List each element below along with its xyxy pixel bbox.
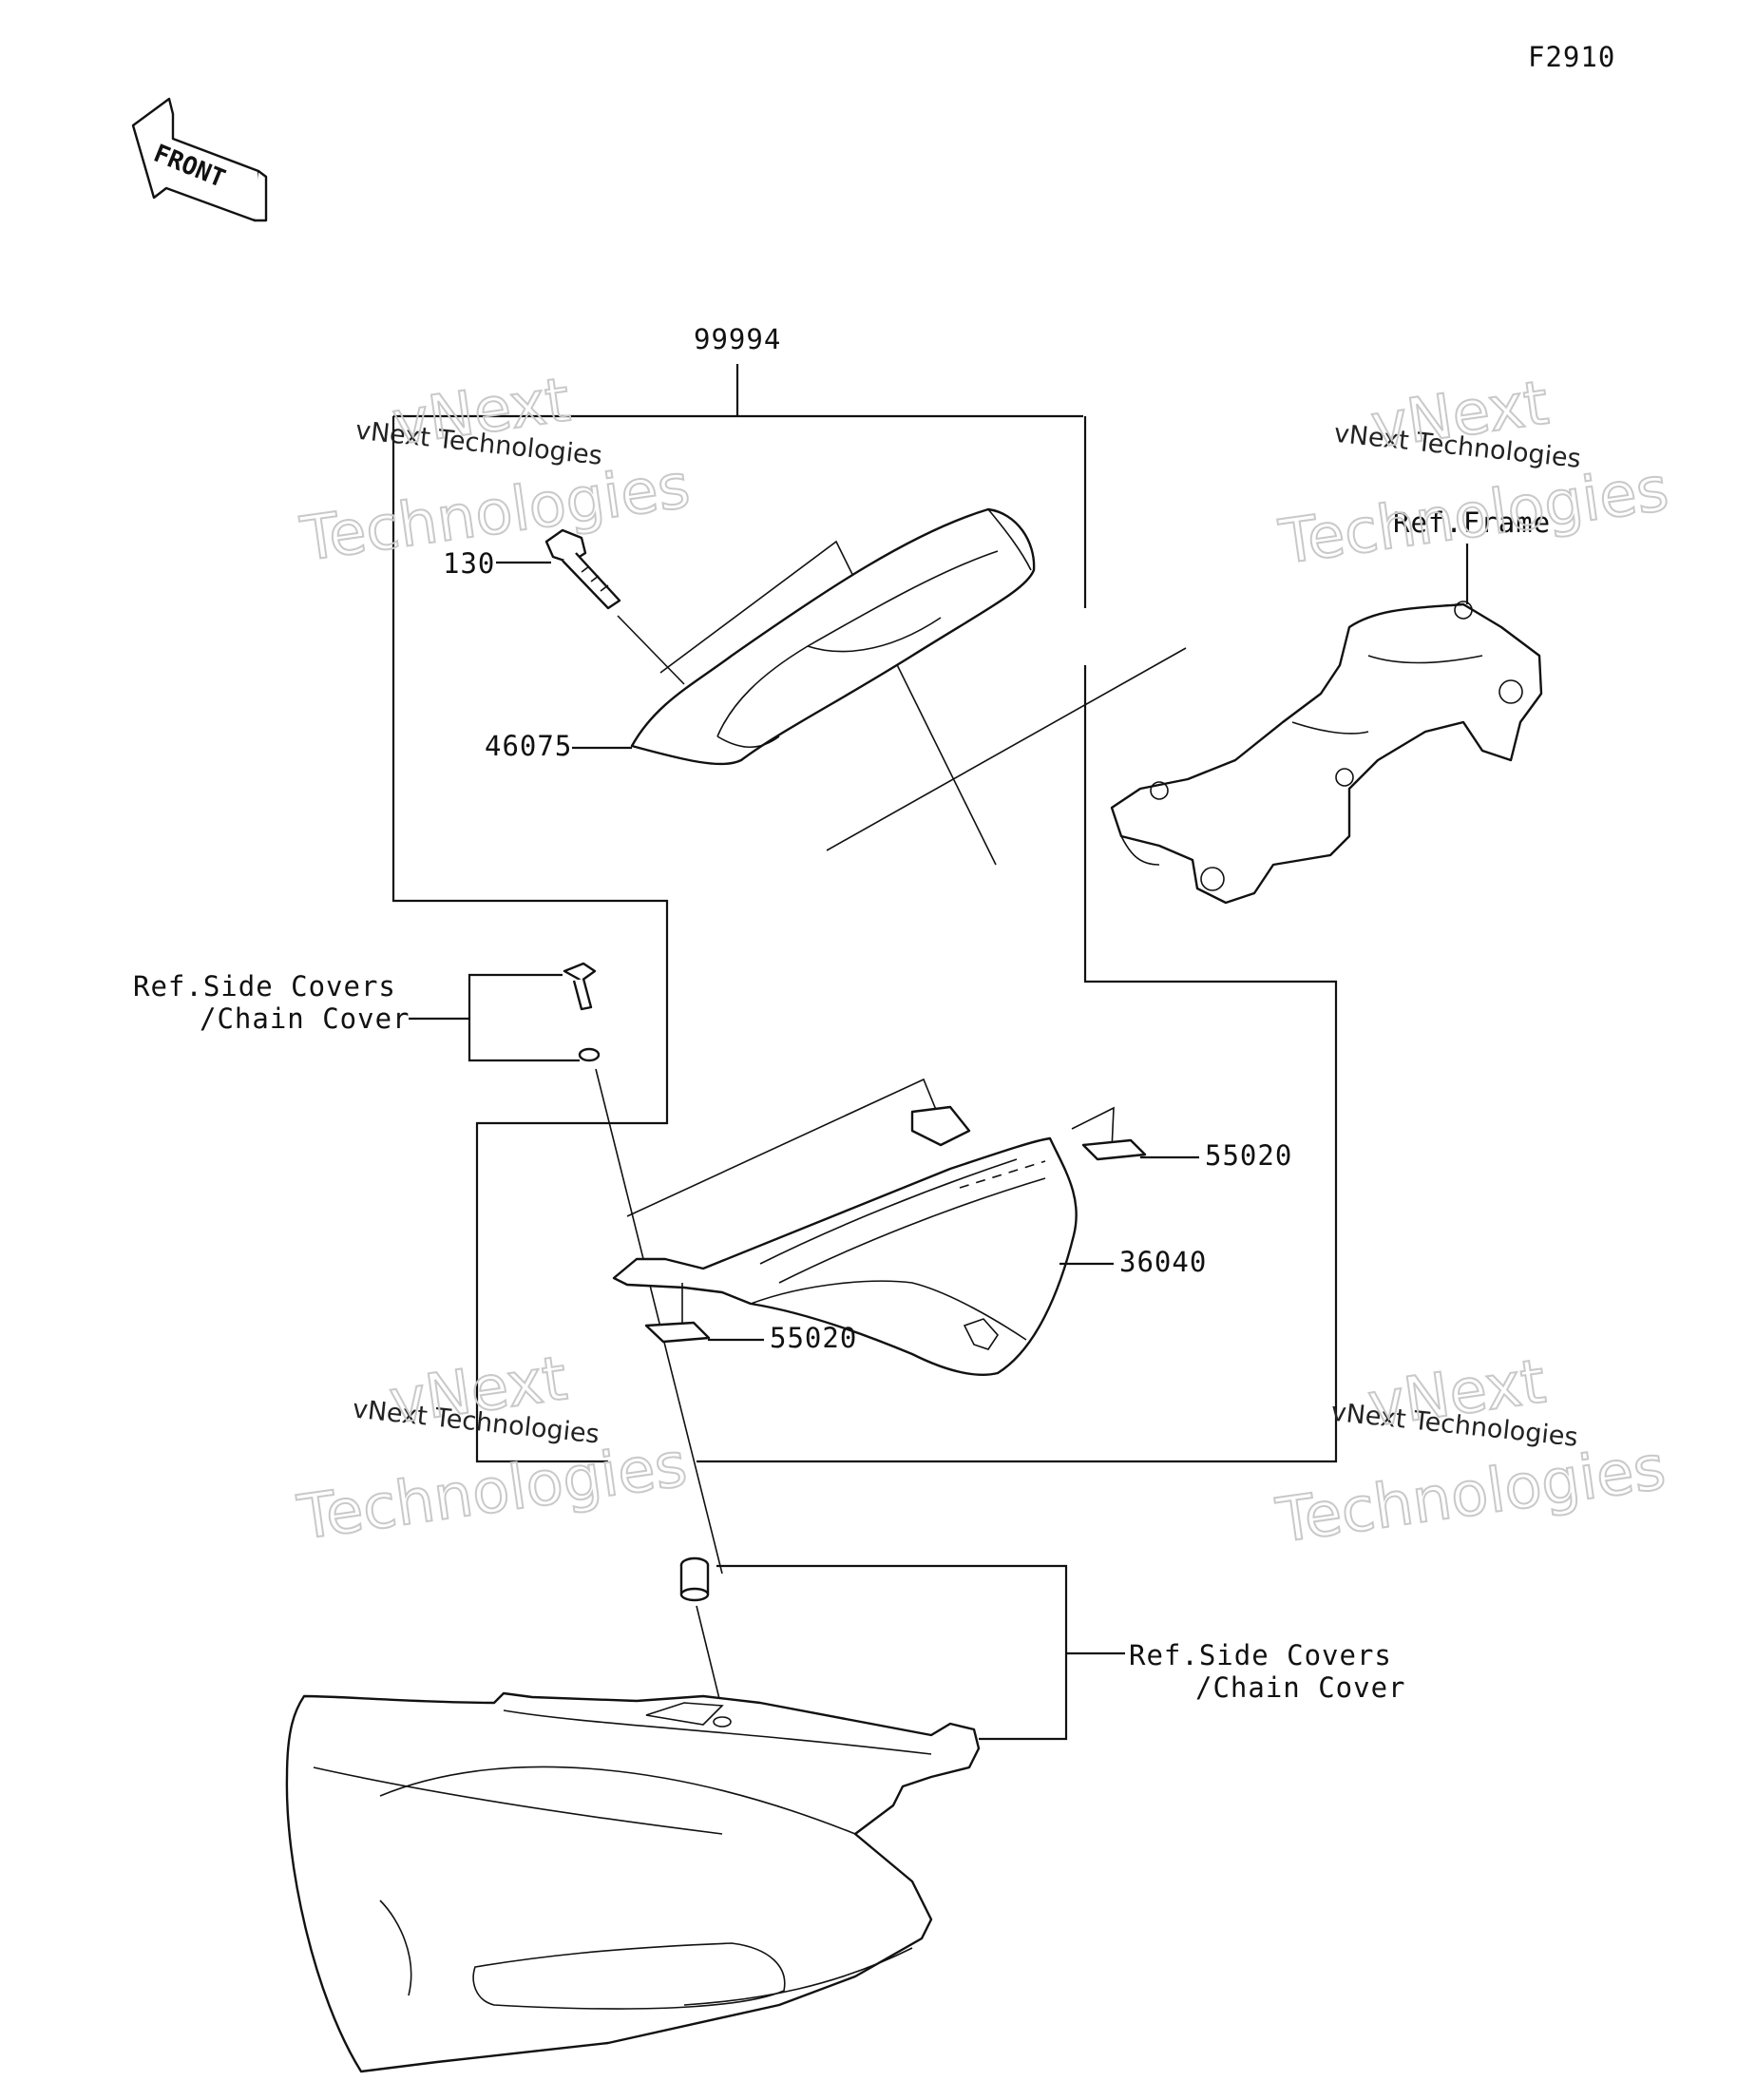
watermark-tl: vNext Technologies vNext Technologies (296, 364, 695, 576)
watermark-bl: vNext Technologies vNext Technologies (293, 1343, 692, 1555)
emblem-55020-lower (644, 1321, 711, 1344)
washer-top (578, 1047, 601, 1062)
kit-bracket (391, 364, 1338, 1463)
callout-46075: 46075 (485, 730, 572, 762)
callout-ref-frame: Ref.Frame (1393, 506, 1551, 539)
seat-cowl-46075 (630, 507, 1036, 866)
side-cover-36040 (612, 1078, 1115, 1376)
watermark-br: vNext Technologies vNext Technologies (1271, 1346, 1670, 1557)
watermark-brand2: Technologies (1272, 1433, 1670, 1557)
watermark-tr: vNext Technologies vNext Technologies (1274, 367, 1673, 579)
collar (679, 1556, 710, 1602)
callout-ref-side-covers-top-2: /Chain Cover (200, 1002, 410, 1035)
front-arrow-icon: FRONT (131, 97, 268, 222)
callout-130: 130 (443, 547, 495, 580)
callout-36040: 36040 (1119, 1246, 1207, 1278)
watermark-brand2: Technologies (294, 1430, 691, 1555)
callout-ref-side-covers-bottom-1: Ref.Side Covers (1129, 1639, 1392, 1671)
emblem-55020-upper (1081, 1138, 1147, 1161)
callout-ref-side-covers-top-1: Ref.Side Covers (133, 970, 396, 1002)
callout-99994: 99994 (694, 323, 781, 355)
callout-55020-lower: 55020 (770, 1322, 857, 1354)
frame-ref (826, 601, 1543, 905)
callout-ref-side-covers-bottom-2: /Chain Cover (1195, 1671, 1406, 1704)
watermark-brand2: Technologies (1275, 454, 1672, 579)
screw-top (563, 962, 597, 1011)
side-cover-ref (285, 1691, 981, 2073)
callout-55020-upper: 55020 (1205, 1139, 1292, 1172)
figure-id: F2910 (1528, 41, 1615, 73)
bolt-130 (544, 528, 685, 685)
